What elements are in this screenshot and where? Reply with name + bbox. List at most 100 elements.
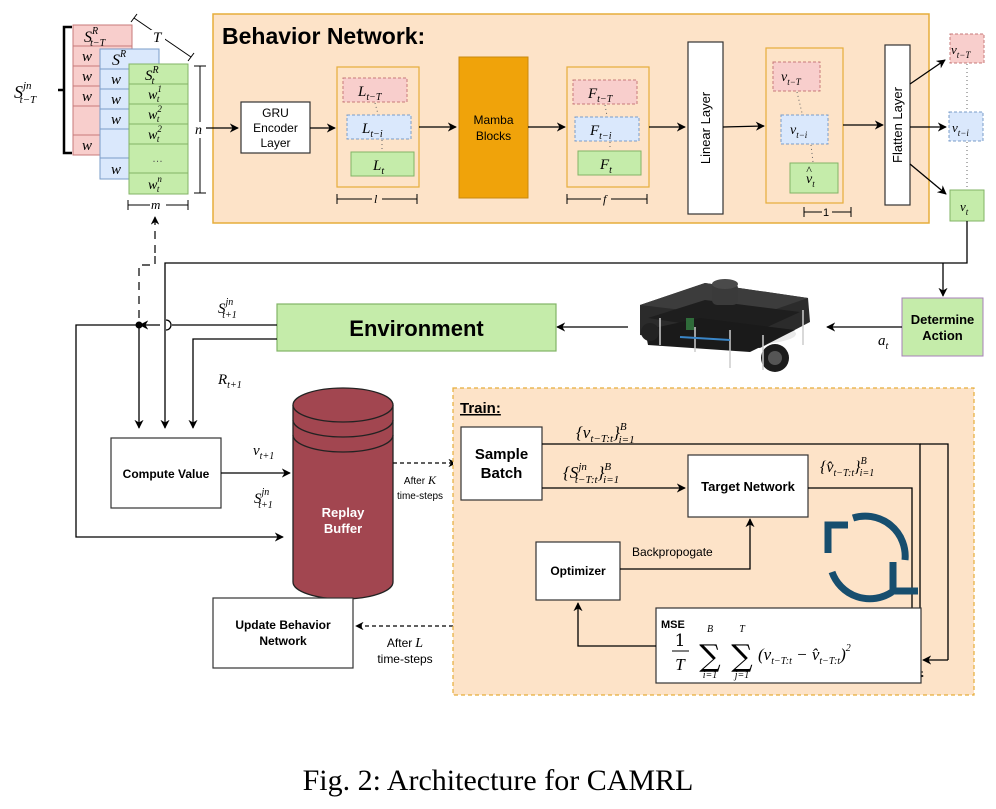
svg-text:Lt: Lt — [372, 158, 384, 177]
svg-text:Compute Value: Compute Value — [123, 467, 210, 481]
n-dimension-label: n — [195, 123, 202, 138]
svg-text:vt: vt — [960, 199, 969, 217]
figure-caption: Fig. 2: Architecture for CAMRL — [303, 764, 694, 797]
value-dimension-label: 1 — [823, 207, 829, 219]
bracket — [62, 25, 72, 155]
svg-text:w1t: w1t — [148, 84, 162, 104]
svg-text:vt−T: vt−T — [951, 42, 971, 60]
svg-text:Mamba: Mamba — [473, 113, 513, 127]
linear-layer: Linear Layer — [687, 41, 724, 215]
svg-text:(vt−T:t − v̂t−T:t)2: (vt−T:t − v̂t−T:t)2 — [758, 643, 851, 667]
update-behavior-network-box: Update Behavior Network — [212, 597, 354, 669]
behavior-network-title: Behavior Network: — [222, 23, 425, 49]
svg-text:…: … — [152, 153, 163, 165]
determine-action-box: Determine Action — [901, 297, 984, 357]
action-label: at — [878, 333, 889, 352]
svg-text:Batch: Batch — [481, 465, 523, 482]
mamba-blocks: Mamba Blocks — [458, 56, 529, 199]
svg-text:w: w — [111, 72, 121, 88]
svg-text:T: T — [739, 624, 746, 635]
svg-text:w2t: w2t — [148, 104, 162, 124]
m-dimension-label: m — [151, 197, 160, 212]
svg-text:Lt−T: Lt−T — [357, 84, 383, 103]
svg-text:Optimizer: Optimizer — [550, 564, 606, 578]
gru-encoder-layer: GRU Encoder Layer — [240, 101, 311, 154]
backpropagate-label: Backpropogate — [632, 545, 713, 559]
robot-image — [640, 279, 810, 372]
train-title: Train: — [460, 400, 501, 417]
target-network-box: Target Network — [687, 454, 809, 518]
svg-text:SR: SR — [112, 49, 126, 69]
output-values: vt−T vt−i vt — [909, 33, 985, 222]
svg-text:Environment: Environment — [349, 316, 484, 341]
f-dimension-label: f — [603, 192, 608, 206]
svg-text:Lt−i: Lt−i — [361, 121, 383, 140]
svg-text:w: w — [111, 112, 121, 128]
reward-label: Rt+1 — [217, 372, 242, 391]
compute-value-box: Compute Value — [110, 437, 222, 509]
svg-text:Determine: Determine — [911, 312, 975, 327]
svg-text:Blocks: Blocks — [476, 129, 511, 143]
svg-text:SRt−T: SRt−T — [84, 26, 107, 49]
svg-text:time-steps: time-steps — [397, 491, 443, 502]
svg-text:Target Network: Target Network — [701, 479, 795, 494]
svg-text:i=1: i=1 — [703, 670, 718, 681]
sample-batch-box: Sample Batch — [460, 426, 543, 501]
svg-text:time-steps: time-steps — [377, 652, 432, 666]
svg-text:^: ^ — [806, 163, 812, 177]
svg-text:j=1: j=1 — [733, 670, 750, 681]
svg-text:Network: Network — [259, 634, 307, 648]
svg-text:w: w — [111, 162, 121, 178]
svg-text:1: 1 — [675, 631, 686, 651]
svg-text:w: w — [82, 138, 92, 154]
svg-text:T: T — [675, 655, 686, 674]
svg-text:∑: ∑ — [699, 639, 721, 674]
feature-stack: Ft−T Ft−i Ft f — [566, 66, 650, 206]
optimizer-box: Optimizer — [535, 541, 621, 601]
svg-text:B: B — [707, 624, 713, 635]
svg-text:Ft−i: Ft−i — [589, 123, 612, 142]
value-stack: vt−T vt−i vt ^ 1 — [765, 47, 852, 219]
l-dimension-label: l — [374, 192, 378, 206]
value-next-label: vt+1 — [253, 443, 274, 462]
svg-text:Linear Layer: Linear Layer — [698, 91, 713, 164]
svg-text:Ft−T: Ft−T — [587, 86, 614, 105]
svg-text:SRt: SRt — [145, 65, 159, 87]
svg-text:Buffer: Buffer — [324, 521, 362, 536]
svg-text:w: w — [82, 69, 92, 85]
flatten-layer: Flatten Layer — [884, 44, 911, 206]
svg-text:w: w — [82, 49, 92, 65]
svg-text:Sample: Sample — [475, 446, 528, 463]
svg-text:Layer: Layer — [260, 136, 290, 150]
refresh-cycle-icon — [824, 512, 918, 603]
latent-stack: Lt−T Lt−i Lt l — [336, 66, 420, 206]
svg-text:Replay: Replay — [322, 505, 365, 520]
svg-text:GRU: GRU — [262, 106, 289, 120]
behavior-network-panel: Behavior Network: GRU Encoder Layer Lt−T… — [206, 13, 930, 224]
svg-text:vt−T: vt−T — [781, 70, 802, 87]
svg-text:Encoder: Encoder — [253, 121, 298, 135]
svg-text:w: w — [111, 92, 121, 108]
svg-text:wnt: wnt — [148, 174, 162, 194]
svg-text:∑: ∑ — [731, 639, 753, 674]
svg-text:MSE: MSE — [661, 619, 685, 631]
T-dimension-label: T — [153, 30, 163, 46]
svg-text:Flatten Layer: Flatten Layer — [890, 86, 905, 163]
mse-loss-box: MSE 1 T ∑ B i=1 ∑ T j=1 (vt−T:t − v̂t−T:… — [655, 607, 922, 684]
svg-text:vt−i: vt−i — [790, 123, 808, 140]
svg-text:Action: Action — [922, 328, 963, 343]
svg-text:w: w — [82, 89, 92, 105]
svg-text:w2t: w2t — [148, 124, 162, 144]
environment-box: Environment — [276, 303, 557, 352]
